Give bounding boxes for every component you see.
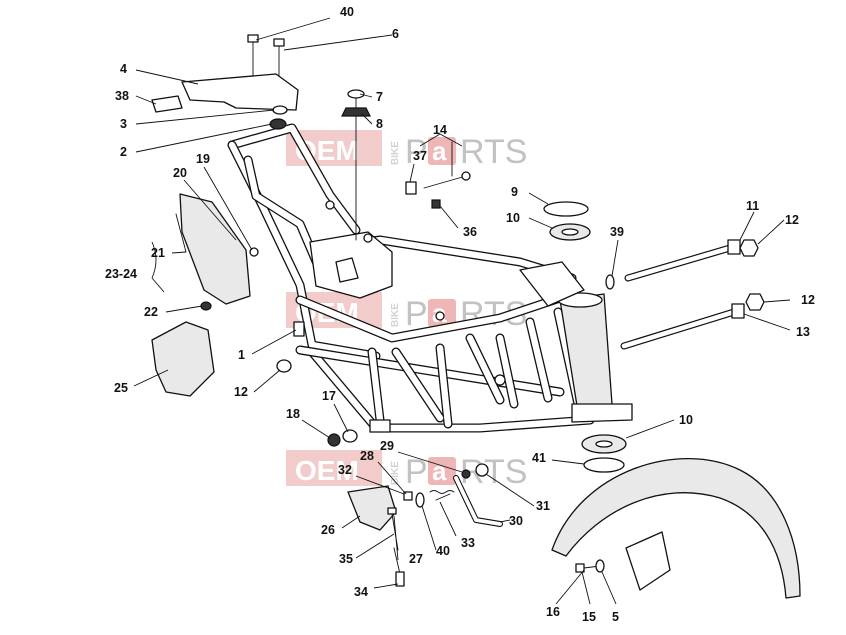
callout-36: 36	[463, 225, 477, 239]
callout-23-24: 23-24	[105, 267, 137, 281]
watermark-oem: OEM	[295, 455, 359, 486]
callout-19: 19	[196, 152, 210, 166]
leader-lines	[133, 17, 791, 605]
nut-12-lower	[745, 293, 765, 311]
bearing-10-top	[549, 223, 591, 241]
callout-16: 16	[546, 605, 560, 619]
cover-25	[151, 321, 215, 397]
spring-33	[429, 490, 455, 501]
callout-18: 18	[286, 407, 300, 421]
side-cover-20	[179, 193, 251, 305]
callout-21: 21	[151, 246, 165, 260]
pin-32	[403, 491, 413, 501]
callout-41: 41	[532, 451, 546, 465]
callout-35: 35	[339, 552, 353, 566]
callout-12-lower: 12	[801, 293, 815, 307]
callout-31: 31	[536, 499, 550, 513]
bracket-4	[181, 73, 299, 111]
callout-12-upper: 12	[785, 213, 799, 227]
mudguard-bracket	[625, 531, 671, 591]
spacer-18	[327, 433, 341, 447]
screw-7	[347, 89, 365, 113]
watermark-a: a	[432, 136, 447, 166]
washer-5	[595, 559, 605, 573]
callout-3: 3	[120, 117, 127, 131]
callout-22: 22	[144, 305, 158, 319]
callout-7: 7	[376, 90, 383, 104]
watermark-a: a	[432, 456, 447, 486]
bolt-27	[387, 507, 399, 551]
main-frame	[227, 109, 633, 433]
washer-39	[605, 274, 615, 290]
callout-11: 11	[746, 199, 759, 213]
callout-30: 30	[509, 514, 523, 528]
callout-26: 26	[321, 523, 335, 537]
watermark-p: P	[405, 453, 428, 491]
bushing-37	[405, 181, 417, 195]
watermark-rts: RTS	[460, 453, 527, 491]
callout-29: 29	[380, 439, 394, 453]
front-mudguard-16	[551, 458, 801, 599]
callout-40-top: 40	[340, 5, 354, 19]
clip-36	[431, 199, 441, 209]
rod-14	[423, 141, 471, 189]
callout-5: 5	[612, 610, 619, 624]
watermark-bike: BIKE	[390, 303, 401, 327]
watermark-top: OEM BIKE P a RTS	[286, 130, 527, 171]
bushing-17	[342, 429, 358, 443]
watermark-p: P	[405, 295, 428, 333]
watermark-bike: BIKE	[390, 461, 401, 485]
callout-14: 14	[433, 123, 447, 137]
cap-8	[341, 107, 371, 117]
callout-10-top: 10	[506, 211, 520, 225]
callout-15: 15	[582, 610, 596, 624]
callout-10-lower: 10	[679, 413, 693, 427]
callout-20: 20	[173, 166, 187, 180]
watermark-rts: RTS	[460, 133, 527, 171]
callout-13: 13	[796, 325, 810, 339]
callout-2: 2	[120, 145, 127, 159]
nut-12-left	[276, 359, 292, 373]
switch-34-35	[393, 547, 405, 587]
callout-34: 34	[354, 585, 368, 599]
callout-labels: 40 6 4 38 3 2 7 8 14 37 19 20 9 10 36 39…	[105, 5, 815, 624]
nut-12-upper	[739, 239, 759, 257]
callout-6: 6	[392, 27, 399, 41]
callout-12-left: 12	[234, 385, 248, 399]
washer-40-lower	[415, 492, 425, 508]
callout-8: 8	[376, 117, 383, 131]
callout-27: 27	[409, 552, 423, 566]
bushing-31	[475, 463, 489, 477]
callout-28: 28	[360, 449, 374, 463]
callout-17: 17	[322, 389, 336, 403]
callout-37: 37	[413, 149, 427, 163]
ring-41	[583, 457, 625, 473]
callout-38: 38	[115, 89, 129, 103]
bearing-10-lower	[581, 434, 627, 454]
grommet-22	[200, 301, 212, 311]
watermark-bike: BIKE	[390, 141, 401, 165]
callout-40-lower: 40	[436, 544, 450, 558]
watermark-p: P	[405, 133, 428, 171]
watermark-bottom: OEM BIKE P a RTS	[286, 450, 527, 491]
callout-1: 1	[238, 348, 245, 362]
shaft-11	[624, 239, 741, 282]
ring-9	[543, 201, 589, 217]
callout-25: 25	[114, 381, 128, 395]
callout-9: 9	[511, 185, 518, 199]
spring-28-29	[461, 469, 471, 479]
washer-3	[272, 105, 288, 115]
shaft-13	[620, 303, 745, 350]
bolt-40-top	[247, 34, 259, 83]
rubber-38	[151, 95, 183, 113]
side-stand-30	[453, 475, 503, 527]
callout-39: 39	[610, 225, 624, 239]
callout-33: 33	[461, 536, 475, 550]
grommet-2	[269, 118, 287, 130]
callout-32: 32	[338, 463, 352, 477]
callout-4: 4	[120, 62, 127, 76]
